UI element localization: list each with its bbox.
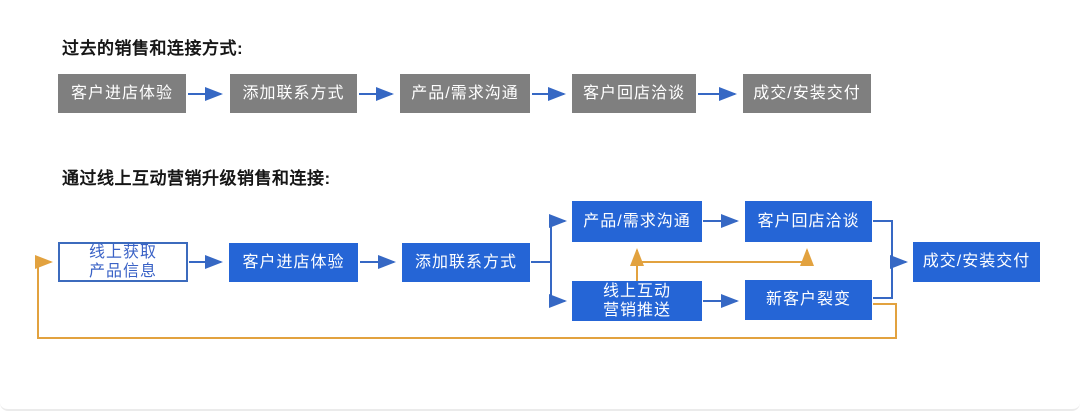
node-online-push: 线上互动 营销推送 xyxy=(572,281,702,321)
node-add-contact: 添加联系方式 xyxy=(402,243,530,282)
node-new-customer-fission: 新客户裂变 xyxy=(745,280,872,320)
node-store-experience: 客户进店体验 xyxy=(229,243,358,282)
node-deal-delivery: 成交/安装交付 xyxy=(913,242,1040,282)
node-past-deal-delivery: 成交/安装交付 xyxy=(743,74,871,113)
node-past-store-experience: 客户进店体验 xyxy=(58,74,186,113)
node-past-add-contact: 添加联系方式 xyxy=(230,74,357,113)
node-online-info: 线上获取 产品信息 xyxy=(58,242,188,282)
online-section-title: 通过线上互动营销升级销售和连接: xyxy=(62,169,331,188)
card-bottom-edge xyxy=(0,403,1080,411)
node-past-product-comm: 产品/需求沟通 xyxy=(400,74,530,113)
node-return-visit: 客户回店洽谈 xyxy=(745,201,872,242)
past-section-title: 过去的销售和连接方式: xyxy=(62,39,244,58)
node-past-return-visit: 客户回店洽谈 xyxy=(572,74,696,113)
node-product-comm: 产品/需求沟通 xyxy=(572,201,702,242)
